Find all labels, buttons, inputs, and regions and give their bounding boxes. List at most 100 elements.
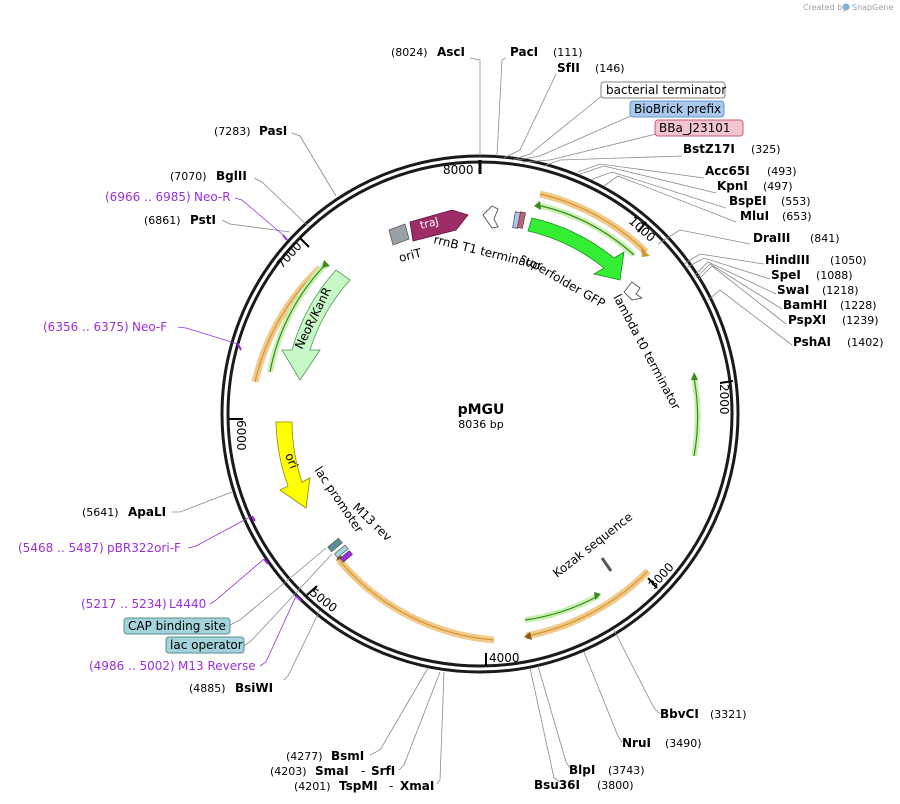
site-name-bamhi[interactable]: BamHI bbox=[783, 298, 827, 312]
site-name-tspmi[interactable]: TspMI bbox=[339, 779, 378, 793]
site-name-pspxi[interactable]: PspXI bbox=[788, 313, 826, 327]
feature-traj-arrow[interactable] bbox=[409, 209, 469, 242]
site-name-blpi[interactable]: BlpI bbox=[569, 763, 595, 777]
callout-pshai bbox=[707, 289, 793, 346]
site-pos-apali: (5641) bbox=[82, 506, 119, 519]
site-pos-bsu36i: (3800) bbox=[597, 779, 634, 792]
site-name-bsu36i[interactable]: Bsu36I bbox=[534, 778, 580, 792]
primer-name-pbr322ori-f[interactable]: pBR322ori-F bbox=[107, 541, 181, 555]
primer-mark-neo-r[interactable] bbox=[282, 234, 288, 241]
label-bba-j23101: BBa_J23101 bbox=[659, 121, 731, 135]
site-pos-tspmi: (4201) bbox=[294, 780, 331, 793]
primer-mark-pbr322ori-f[interactable] bbox=[251, 515, 256, 522]
feature-lambda-label: lambda t0 terminator bbox=[610, 292, 683, 412]
site-pos-paci: (111) bbox=[553, 46, 583, 59]
primer-name-m13-reverse[interactable]: M13 Reverse bbox=[178, 659, 256, 673]
site-name-sfii[interactable]: SfII bbox=[557, 61, 580, 75]
site-pos-bglii: (7070) bbox=[170, 170, 207, 183]
site-name-pasi[interactable]: PasI bbox=[259, 124, 287, 138]
box-cap-binding-site[interactable] bbox=[123, 617, 231, 635]
site-name-xmai[interactable]: XmaI bbox=[400, 779, 434, 793]
feature-j23101-mark[interactable] bbox=[517, 211, 526, 229]
callout-neo-f bbox=[177, 326, 239, 345]
callout-paci bbox=[496, 57, 507, 157]
orf-green-sfgfp-line bbox=[536, 204, 635, 256]
site-name-hindiii[interactable]: HindIII bbox=[765, 253, 810, 267]
orf-green-neokan-line bbox=[269, 263, 327, 373]
site-name-pshai[interactable]: PshAI bbox=[793, 335, 831, 349]
snapgene-logo-icon bbox=[842, 3, 850, 11]
callout-asci bbox=[469, 57, 481, 156]
callout-pspxi bbox=[697, 265, 787, 325]
feature-lambda-terminator[interactable] bbox=[623, 281, 644, 301]
site-name-srfi[interactable]: SrfI bbox=[371, 764, 395, 778]
box-biobrick-prefix[interactable] bbox=[629, 100, 725, 118]
site-pos-bspei: (553) bbox=[781, 195, 811, 208]
feature-neokan-arrow[interactable] bbox=[281, 269, 351, 381]
primer-name-neo-f[interactable]: Neo-F bbox=[132, 320, 167, 334]
site-name-bspei[interactable]: BspEI bbox=[729, 194, 767, 208]
callout-nrui bbox=[583, 651, 623, 743]
orf-track-bottom bbox=[336, 557, 495, 644]
site-name-acc65i[interactable]: Acc65I bbox=[705, 164, 750, 178]
site-name-kpni[interactable]: KpnI bbox=[717, 179, 748, 193]
primer-name-neo-r[interactable]: Neo-R bbox=[194, 190, 231, 204]
tick-7000 bbox=[299, 237, 310, 248]
site-pos-bstz17i: (325) bbox=[751, 143, 781, 156]
box-lac-operator[interactable] bbox=[165, 636, 245, 654]
callout-kpni bbox=[579, 165, 717, 194]
feature-lac-operator-mark[interactable] bbox=[327, 537, 343, 553]
callout-pbr322ori-f bbox=[187, 515, 253, 549]
site-pos-pshai: (1402) bbox=[847, 336, 884, 349]
primer-marks bbox=[237, 234, 302, 602]
callout-mlui bbox=[603, 175, 737, 223]
site-name-draiii[interactable]: DraIII bbox=[753, 231, 790, 245]
site-name-psti[interactable]: PstI bbox=[190, 213, 216, 227]
feature-kozak-mark[interactable] bbox=[600, 557, 613, 572]
primer-mark-m13-reverse[interactable] bbox=[295, 595, 302, 602]
site-name-paci[interactable]: PacI bbox=[510, 45, 538, 59]
site-name-bbvci[interactable]: BbvCI bbox=[660, 707, 699, 721]
site-name-swai[interactable]: SwaI bbox=[777, 283, 809, 297]
feature-rrnb-terminator[interactable] bbox=[482, 205, 499, 229]
orf-green-right-line bbox=[693, 377, 699, 457]
orf-track-bottom-line bbox=[338, 559, 495, 641]
orf-track-right-line bbox=[525, 570, 649, 637]
site-name-bglii[interactable]: BglII bbox=[216, 169, 247, 183]
feature-lacprom-label: lac promoter bbox=[312, 464, 367, 536]
callout-draiii bbox=[657, 229, 751, 245]
label-cap-binding-site: CAP binding site bbox=[128, 619, 226, 633]
feature-orit-box[interactable] bbox=[388, 223, 410, 246]
orf-green-arrow-kozak bbox=[594, 592, 601, 600]
box-bacterial-terminator[interactable] bbox=[600, 81, 726, 99]
callout-bstz17i bbox=[543, 155, 683, 167]
site-name-smai[interactable]: SmaI bbox=[315, 764, 349, 778]
site-pos-bsiwi: (4885) bbox=[189, 682, 226, 695]
orf-arrow-sfgfp bbox=[641, 248, 650, 257]
orf-track-sfgfp-line bbox=[539, 193, 647, 253]
feature-m13-mark[interactable] bbox=[339, 550, 353, 563]
tick-label-8000: 8000 bbox=[443, 163, 474, 177]
feature-sfgfp-arrow[interactable] bbox=[527, 217, 625, 281]
box-bba-j23101[interactable] bbox=[654, 119, 744, 137]
callout-acc65i bbox=[577, 163, 705, 179]
site-name-mlui[interactable]: MluI bbox=[740, 209, 769, 223]
callout-bspei bbox=[589, 171, 727, 209]
feature-ori-arrow[interactable] bbox=[275, 421, 311, 509]
site-name-apali[interactable]: ApaLI bbox=[128, 505, 166, 519]
site-name-spei[interactable]: SpeI bbox=[771, 268, 801, 282]
tick-1000 bbox=[637, 221, 647, 233]
primer-mark-l4440[interactable] bbox=[263, 558, 269, 565]
primer-mark-neo-f[interactable] bbox=[237, 343, 242, 351]
site-name-bsiwi[interactable]: BsiWI bbox=[235, 681, 273, 695]
site-name-asci[interactable]: AscI bbox=[437, 45, 465, 59]
orf-green-arrow-sfgfp bbox=[534, 201, 541, 210]
feature-cap-site-mark[interactable] bbox=[333, 544, 349, 559]
site-name-bstz17i[interactable]: BstZ17I bbox=[683, 142, 735, 156]
callout-bsmi bbox=[369, 667, 429, 756]
plasmid-name: pMGU bbox=[458, 402, 505, 418]
site-name-nrui[interactable]: NruI bbox=[622, 736, 651, 750]
primer-name-l4440[interactable]: L4440 bbox=[169, 597, 206, 611]
site-name-bsmi[interactable]: BsmI bbox=[331, 749, 364, 763]
callout-swai bbox=[693, 261, 777, 295]
